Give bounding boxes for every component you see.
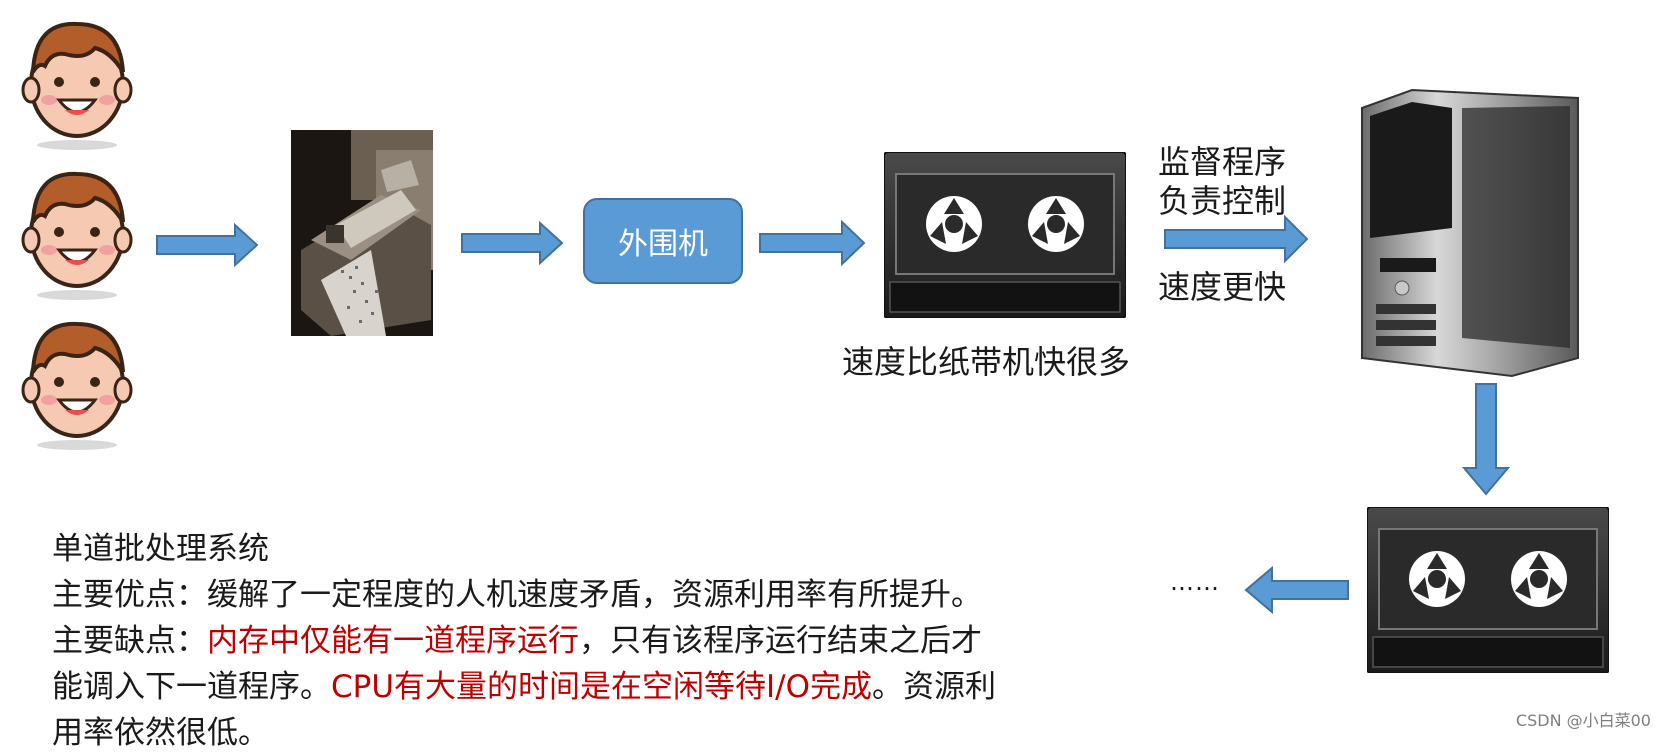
ellipsis-continue: …… xyxy=(1170,568,1220,596)
user-face-icon xyxy=(21,171,133,300)
description-cons-line2: 能调入下一道程序。CPU有大量的时间是在空闲等待I/O完成。资源利 xyxy=(52,664,1152,710)
arrow-down-icon xyxy=(1462,383,1510,496)
cons-text-3: 。资源利 xyxy=(872,669,997,705)
paper-tape-machine-image xyxy=(291,130,433,336)
description-title: 单道批处理系统 xyxy=(52,531,269,567)
pros-text: 缓解了一定程度的人机速度矛盾，资源利用率有所提升。 xyxy=(207,577,982,613)
arrow-left-icon xyxy=(1244,565,1349,615)
cons-highlight-1: 内存中仅能有一道程序运行 xyxy=(207,623,579,659)
pros-prefix: 主要优点： xyxy=(52,577,207,613)
peripheral-machine-node: 外围机 xyxy=(583,198,743,284)
description-pros: 主要优点：缓解了一定程度的人机速度矛盾，资源利用率有所提升。 xyxy=(52,572,1152,618)
tape-drive-icon xyxy=(1367,507,1609,673)
csdn-watermark: CSDN @小白菜00 xyxy=(1515,711,1651,730)
arrow-right-icon xyxy=(156,222,259,268)
cons-text-2: 能调入下一道程序。 xyxy=(52,669,331,705)
arrow-right-icon xyxy=(759,219,866,267)
monitor-program-label-line1: 监督程序 xyxy=(1158,143,1287,181)
computer-tower-icon xyxy=(1361,88,1579,378)
cons-highlight-2: CPU有大量的时间是在空闲等待I/O完成 xyxy=(331,669,873,705)
monitor-program-label-line2: 负责控制 xyxy=(1158,182,1287,220)
description-block: 单道批处理系统 主要优点：缓解了一定程度的人机速度矛盾，资源利用率有所提升。 主… xyxy=(52,526,1152,756)
arrow-right-icon xyxy=(1164,214,1309,264)
cons-prefix: 主要缺点： xyxy=(52,623,207,659)
description-cons-line3: 用率依然很低。 xyxy=(52,715,269,751)
cons-text-1: ，只有该程序运行结束之后才 xyxy=(579,623,982,659)
user-face-icon xyxy=(21,21,133,150)
speed-faster-label: 速度更快 xyxy=(1158,268,1287,306)
arrow-right-icon xyxy=(461,220,564,266)
description-cons-line1: 主要缺点：内存中仅能有一道程序运行，只有该程序运行结束之后才 xyxy=(52,618,1152,664)
tape-drive-icon xyxy=(884,152,1126,318)
tape-speed-caption: 速度比纸带机快很多 xyxy=(842,343,1131,381)
user-face-icon xyxy=(21,321,133,450)
